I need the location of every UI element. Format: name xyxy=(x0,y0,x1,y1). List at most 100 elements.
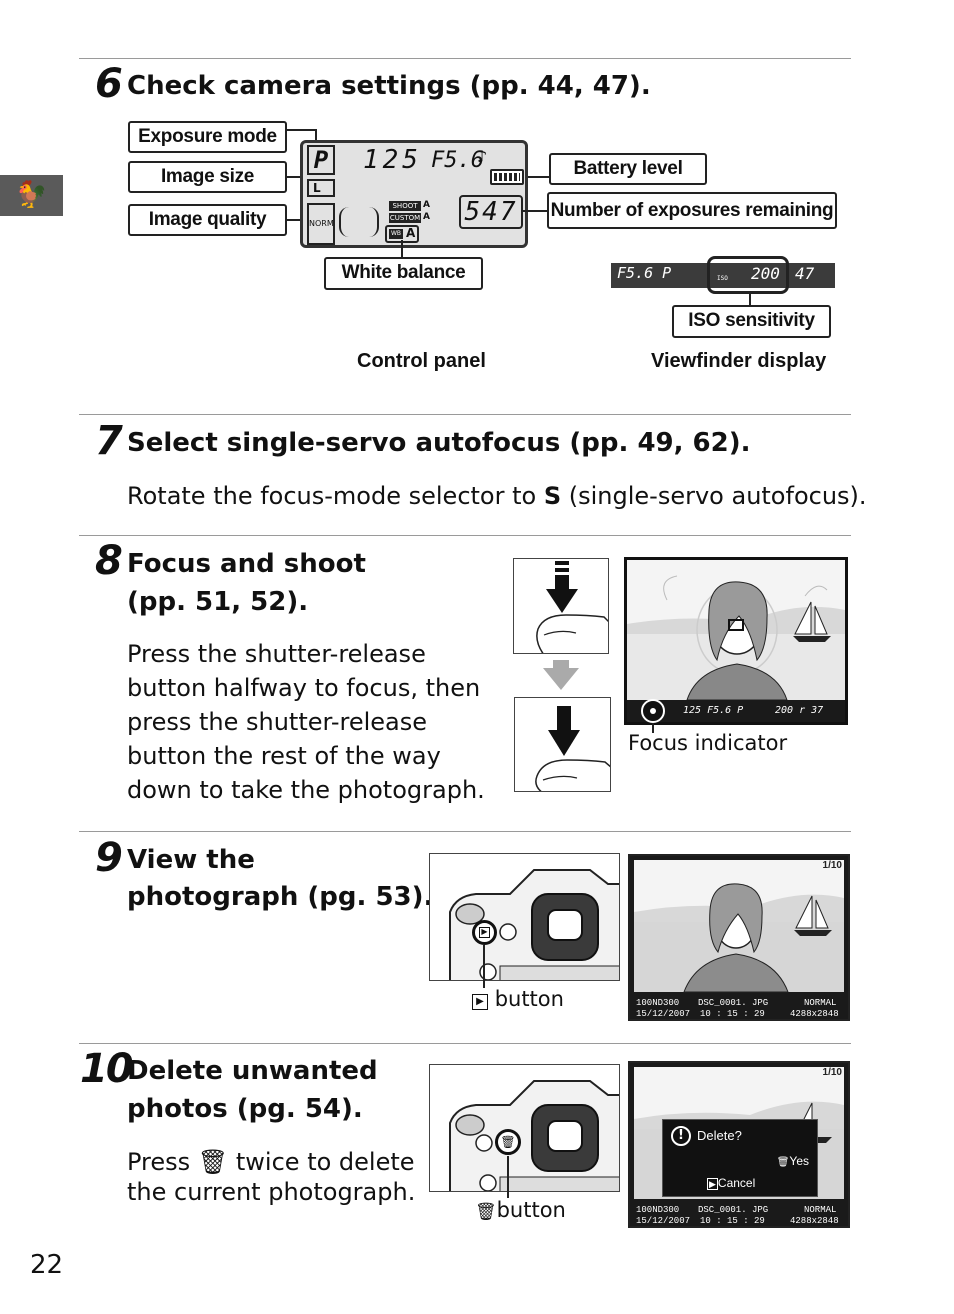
capture-time: 10 : 15 : 29 xyxy=(700,1216,765,1226)
step-number: 6 xyxy=(95,61,123,107)
step-body-line: Press 🗑 twice to delete xyxy=(127,1145,415,1179)
camera-back-illustration: 🗑 xyxy=(429,1064,620,1192)
playback-info-bar: 100ND300 DSC_0001. JPG NORMAL 15/12/2007… xyxy=(630,1203,848,1226)
step-number: 7 xyxy=(95,418,123,464)
step-heading-line1: Focus and shoot xyxy=(127,549,366,579)
warning-icon: ! xyxy=(671,1126,691,1146)
body-text: twice to delete xyxy=(228,1148,415,1176)
dialog-title: Delete? xyxy=(697,1128,742,1143)
play-icon: ▶ xyxy=(707,1178,718,1190)
button-caption-text: button xyxy=(494,987,564,1011)
shoot-bank-value: A xyxy=(423,200,430,210)
step-heading-line2: photograph (pg. 53). xyxy=(127,882,434,912)
divider xyxy=(79,831,851,832)
focus-mode-s: S xyxy=(543,482,562,510)
exposure-mode-display: P xyxy=(307,145,335,175)
leader-line xyxy=(528,176,549,178)
play-button-highlight: ▶ xyxy=(472,920,497,945)
play-icon: ▶ xyxy=(479,927,490,938)
leader-line xyxy=(483,945,485,988)
callout-exposure-mode: Exposure mode xyxy=(128,121,287,153)
image-quality-display: NORM xyxy=(307,203,335,245)
leader-line xyxy=(652,723,654,733)
trash-button-caption: 🗑button xyxy=(475,1198,566,1222)
dialog-cancel-option[interactable]: ▶Cancel xyxy=(707,1176,755,1190)
focus-indicator-ring xyxy=(641,699,665,723)
arrow-down-icon xyxy=(543,660,579,690)
trash-button-highlight: 🗑 xyxy=(495,1129,521,1155)
half-press-illustration xyxy=(513,558,609,654)
leader-line xyxy=(287,176,307,178)
camera-back-illustration: ▶ xyxy=(429,853,620,981)
aperture-display: F5.6 xyxy=(431,148,484,173)
vf-iso-info: 200 r 37 xyxy=(775,705,824,716)
divider xyxy=(79,414,851,415)
step-heading: Check camera settings (pp. 44, 47). xyxy=(127,71,651,101)
step-body-line: press the shutter-release xyxy=(127,708,428,736)
trash-icon: 🗑 xyxy=(500,1135,516,1149)
callout-image-size: Image size xyxy=(128,161,287,193)
image-dimensions: 4288x2848 xyxy=(790,1216,839,1226)
capture-date: 15/12/2007 xyxy=(636,1009,691,1019)
bracket-display xyxy=(339,207,379,237)
playback-info-bar: 100ND300 DSC_0001. JPG NORMAL 15/12/2007… xyxy=(630,996,848,1019)
callout-exposures-remaining: Number of exposures remaining xyxy=(547,192,837,229)
viewfinder-info-bar: 125 F5.6 P 200 r 37 xyxy=(627,700,845,722)
step-body-line: button halfway to focus, then xyxy=(127,674,481,702)
image-dimensions: 4288x2848 xyxy=(790,1009,839,1019)
divider xyxy=(79,1043,851,1044)
dialog-yes-option[interactable]: 🗑Yes xyxy=(777,1154,809,1168)
play-button-caption: ▶ button xyxy=(472,987,564,1011)
step-heading-line2: (pp. 51, 52). xyxy=(127,587,309,617)
callout-battery-level: Battery level xyxy=(549,153,707,185)
step-heading-line1: View the xyxy=(127,845,255,875)
divider xyxy=(79,535,851,536)
frame-counter: 1/10 xyxy=(822,860,842,871)
vf-exposure-info: 125 F5.6 P xyxy=(683,705,744,716)
full-press-illustration xyxy=(514,697,611,792)
leader-line xyxy=(287,129,317,131)
focus-indicator-caption: Focus indicator xyxy=(628,731,788,755)
step-heading: Select single-servo autofocus (pp. 49, 6… xyxy=(127,428,751,458)
battery-fill xyxy=(494,173,520,181)
step-body-line: down to take the photograph. xyxy=(127,776,485,804)
viewfinder-display-strip: F5.6 P ISO 200 47 xyxy=(611,263,835,288)
vf-iso-label: ISO xyxy=(717,275,728,282)
folder-name: 100ND300 xyxy=(636,998,680,1008)
capture-date: 15/12/2007 xyxy=(636,1216,691,1226)
weathervane-icon: 🐓 xyxy=(0,175,63,216)
step-body: Rotate the focus-mode selector to S (sin… xyxy=(127,479,867,513)
body-text: (single-servo autofocus). xyxy=(561,482,867,510)
leader-line xyxy=(315,129,317,145)
vf-iso-value: 200 xyxy=(751,264,780,283)
yes-label: Yes xyxy=(789,1154,809,1168)
step-body-line: button the rest of the way xyxy=(127,742,441,770)
beep-icon: ♪ xyxy=(477,147,488,166)
focus-indicator-dot xyxy=(650,708,656,714)
control-panel-caption: Control panel xyxy=(357,350,486,372)
trash-icon: 🗑 xyxy=(197,1148,229,1176)
shutter-speed-display: 125 xyxy=(363,145,422,175)
vf-readout: F5.6 P xyxy=(617,264,672,282)
file-name: DSC_0001. JPG xyxy=(698,998,769,1008)
control-panel-lcd: P 125 F5.6 ♪ L NORM SHOOT A CUSTOM A WB … xyxy=(300,140,528,248)
trash-icon: 🗑 xyxy=(475,1202,497,1222)
body-text: Press xyxy=(127,1148,198,1176)
camera-back-icon xyxy=(449,1080,619,1191)
folder-name: 100ND300 xyxy=(636,1205,680,1215)
button-caption-text: button xyxy=(496,1198,566,1222)
camera-back-icon xyxy=(449,869,619,980)
monitor-playback: 1/10 100ND300 DSC_0001. JPG NORMAL 15/12… xyxy=(628,854,850,1021)
frame-counter: 1/10 xyxy=(822,1067,842,1078)
leader-line xyxy=(522,210,547,212)
leader-line xyxy=(749,293,751,306)
viewfinder-photo: 125 F5.6 P 200 r 37 xyxy=(624,557,848,725)
delete-dialog: ! Delete? 🗑Yes ▶Cancel xyxy=(662,1119,818,1197)
finger-half-press-icon xyxy=(536,561,608,653)
image-size-display: L xyxy=(307,179,335,197)
leader-line xyxy=(507,1156,509,1198)
callout-image-quality: Image quality xyxy=(128,204,287,236)
step-number: 8 xyxy=(95,538,123,584)
finger-full-press-icon xyxy=(535,706,610,791)
file-name: DSC_0001. JPG xyxy=(698,1205,769,1215)
